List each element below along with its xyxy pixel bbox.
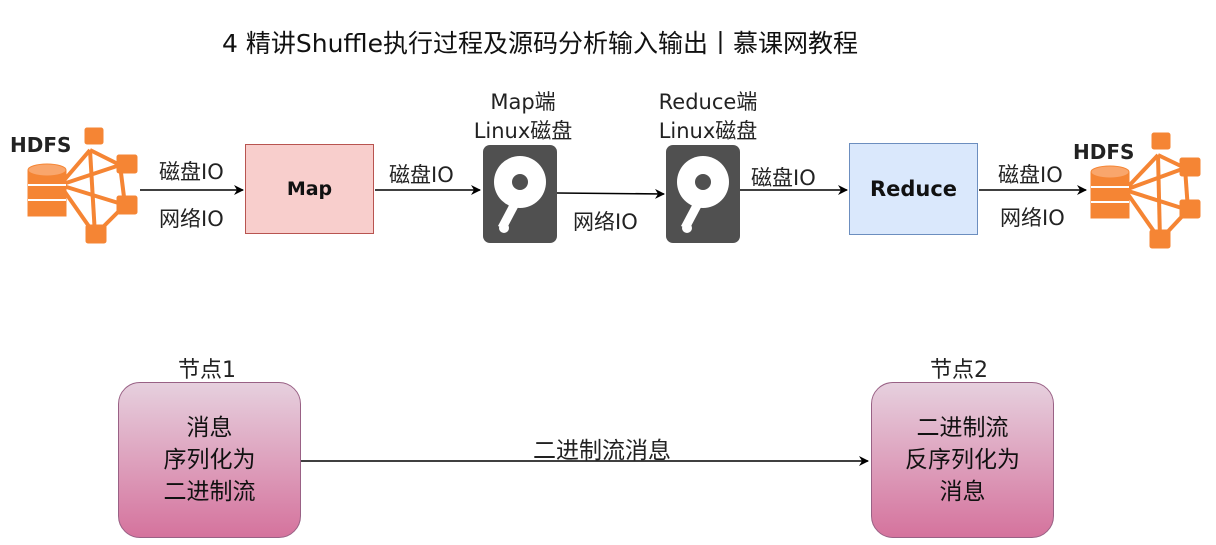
disk-map-caption-line1: Map端 [490, 90, 556, 114]
arrow-disk-to-disk [556, 188, 665, 199]
hdfs-right-icon [1090, 132, 1201, 249]
edge-label-reduce-hdfs-net: 网络IO [1000, 206, 1065, 230]
edge-label-disk-disk: 网络IO [573, 210, 638, 234]
disk-map-caption: Map端 Linux磁盘 [458, 88, 588, 146]
edge-label-reduce-hdfs-disk: 磁盘IO [998, 163, 1063, 187]
node2-line2: 反序列化为 [905, 447, 1020, 473]
disk-reduce-caption-line2: Linux磁盘 [658, 119, 758, 143]
hdfs-right-label: HDFS [1073, 140, 1135, 164]
disk-map-side-icon [483, 145, 557, 243]
map-box: Map [245, 144, 374, 234]
hdfs-left-icon [27, 127, 138, 244]
node2-line3: 消息 [939, 479, 986, 505]
node1-title: 节点1 [178, 358, 236, 383]
edge-label-hdfs-map-net: 网络IO [159, 207, 224, 231]
disk-map-caption-line2: Linux磁盘 [473, 119, 573, 143]
page-title: 4 精讲Shuffle执行过程及源码分析输入输出丨慕课网教程 [222, 29, 858, 58]
node2-line1: 二进制流 [916, 415, 1009, 441]
disk-reduce-caption-line1: Reduce端 [658, 90, 758, 114]
edge-label-disk-reduce: 磁盘IO [751, 166, 816, 190]
edge-label-binary-stream: 二进制流消息 [533, 438, 671, 464]
edge-label-map-disk: 磁盘IO [389, 163, 454, 187]
edge-label-hdfs-map-disk: 磁盘IO [159, 160, 224, 184]
node2-title: 节点2 [930, 358, 988, 383]
node1-line3: 二进制流 [163, 479, 256, 505]
node1-line1: 消息 [186, 415, 233, 441]
node1-box: 消息 序列化为 二进制流 [118, 382, 301, 538]
node2-box: 二进制流 反序列化为 消息 [871, 382, 1054, 538]
disk-reduce-side-icon [666, 145, 740, 243]
node1-line2: 序列化为 [163, 447, 256, 473]
hdfs-left-label: HDFS [10, 133, 72, 157]
reduce-box: Reduce [849, 143, 978, 235]
disk-reduce-caption: Reduce端 Linux磁盘 [643, 88, 773, 146]
